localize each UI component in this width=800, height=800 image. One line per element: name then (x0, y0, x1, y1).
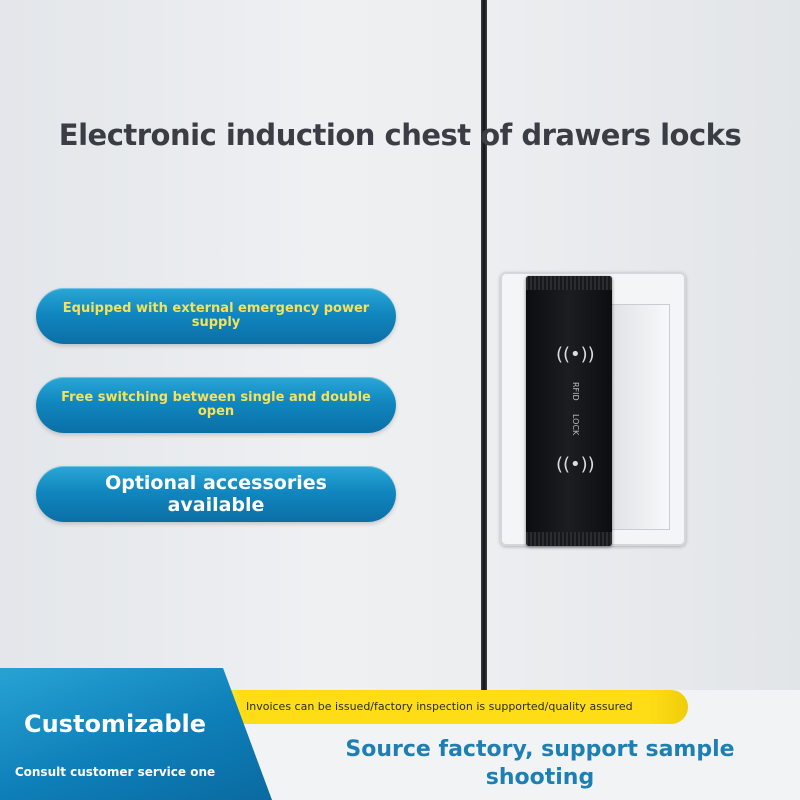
feature-pill-emergency-power: Equipped with external emergency power s… (36, 288, 396, 344)
feature-pill-accessories: Optional accessories available (36, 466, 396, 522)
lock-label-lock: LOCK (571, 414, 580, 436)
rfid-wave-icon: ((•)) (556, 454, 595, 475)
feature-pill-switching: Free switching between single and double… (36, 377, 396, 433)
lock-cap-top (526, 276, 612, 290)
notice-banner-text: Invoices can be issued/factory inspectio… (246, 700, 633, 713)
notice-banner (180, 690, 688, 724)
customizable-title: Customizable (23, 710, 207, 738)
feature-pill-label: Equipped with external emergency power s… (62, 301, 370, 330)
lock-handle-recess (608, 304, 670, 530)
rfid-wave-icon: ((•)) (556, 344, 595, 365)
lock-body (526, 276, 612, 546)
customizable-subtitle: Consult customer service one (14, 765, 216, 779)
page-title: Electronic induction chest of drawers lo… (58, 118, 742, 152)
lock-label-rfid: RFID (571, 382, 580, 401)
cabinet-door-seam (481, 0, 487, 690)
feature-pill-label: Optional accessories available (105, 472, 327, 516)
lock-cap-bottom (526, 532, 612, 546)
source-factory-text: Source factory, support sample shooting (345, 737, 735, 790)
customizable-panel (0, 668, 272, 800)
feature-pill-label: Free switching between single and double… (61, 390, 371, 419)
